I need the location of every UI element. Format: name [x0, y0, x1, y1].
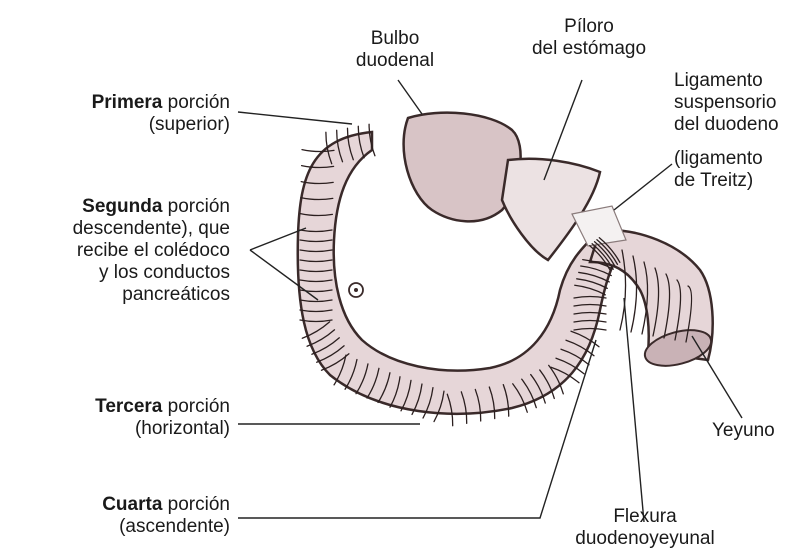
label-first-bold: Primera — [92, 92, 163, 113]
label-ligament-line1: Ligamento — [674, 70, 779, 92]
leader-bulb — [398, 80, 422, 114]
leader-first-portion — [238, 112, 352, 124]
label-pylorus-line2: del estómago — [514, 38, 664, 60]
label-bulb-line2: duodenal — [330, 50, 460, 72]
label-second-line5: pancreáticos — [73, 284, 230, 306]
label-first-rest: porción — [162, 92, 230, 113]
label-ligament-line5: de Treitz) — [674, 170, 779, 192]
label-fourth-portion: Cuarta porción (ascendente) — [102, 494, 230, 538]
label-second-bold: Segunda — [82, 196, 162, 217]
leader-jejunum — [692, 336, 742, 418]
label-jejunum: Yeyuno — [712, 420, 775, 442]
label-ligament-line4: (ligamento — [674, 148, 779, 170]
label-fourth-line2: (ascendente) — [102, 516, 230, 538]
label-third-line2: (horizontal) — [95, 418, 230, 440]
label-third-portion: Tercera porción (horizontal) — [95, 396, 230, 440]
label-second-line3: recibe el colédoco — [73, 240, 230, 262]
label-pylorus-line1: Píloro — [514, 16, 664, 38]
label-first-portion: Primera porción (superior) — [92, 92, 230, 136]
label-third-bold: Tercera — [95, 396, 162, 417]
label-second-rest: porción — [162, 196, 230, 217]
label-first-line2: (superior) — [92, 114, 230, 136]
leader-flexure — [624, 298, 644, 522]
leader-ligament — [614, 164, 672, 210]
label-ligament-line2: suspensorio — [674, 92, 779, 114]
suspensory-ligament — [572, 206, 626, 246]
label-fourth-rest: porción — [162, 494, 230, 515]
label-flexure-line1: Flexura — [560, 506, 730, 528]
papilla-dot — [354, 288, 358, 292]
label-bulb-line1: Bulbo — [330, 28, 460, 50]
label-jejunum-line1: Yeyuno — [712, 420, 775, 442]
label-flexure-line2: duodenoyeyunal — [560, 528, 730, 550]
label-fourth-bold: Cuarta — [102, 494, 162, 515]
label-duodenojejunal-flexure: Flexura duodenoyeyunal — [560, 506, 730, 550]
label-suspensory-ligament: Ligamento suspensorio del duodeno (ligam… — [674, 70, 779, 192]
label-ligament-line3: del duodeno — [674, 114, 779, 136]
label-duodenal-bulb: Bulbo duodenal — [330, 28, 460, 72]
label-third-rest: porción — [162, 396, 230, 417]
label-pylorus: Píloro del estómago — [514, 16, 664, 60]
label-second-portion: Segunda porción descendente), que recibe… — [73, 196, 230, 306]
label-second-line4: y los conductos — [73, 262, 230, 284]
label-second-line2: descendente), que — [73, 218, 230, 240]
